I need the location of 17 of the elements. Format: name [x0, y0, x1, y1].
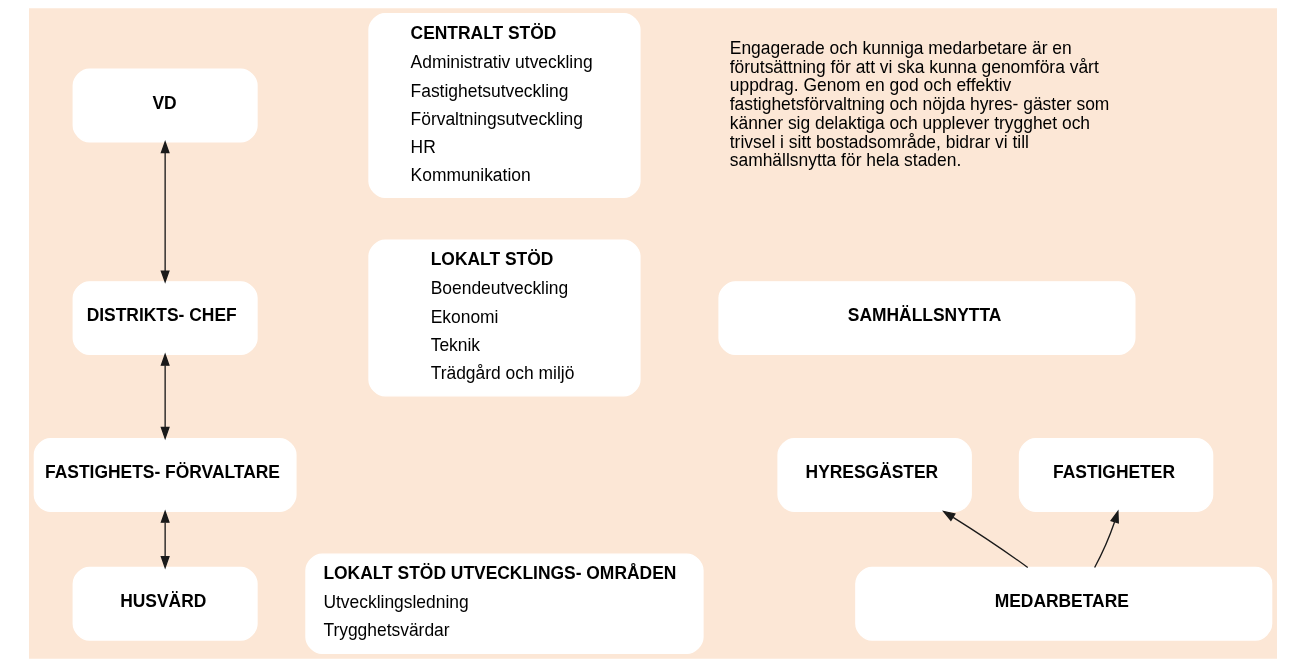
- node-box: SAMHÄLLSNYTTA: [718, 281, 1136, 355]
- arrow: [1093, 509, 1119, 569]
- node-box: CENTRALT STÖD Administrativ utveckling Fastighetsutveckling Förvaltningsutveckling HR Kommunikation: [368, 12, 641, 199]
- arrow: [160, 352, 170, 441]
- node-box: FASTIGHETS- FÖRVALTARE: [33, 438, 297, 512]
- node-box: FASTIGHETER: [1018, 438, 1214, 512]
- node-box: MEDARBETARE: [855, 566, 1273, 641]
- node-box: HYRESGÄSTER: [777, 438, 972, 512]
- node-box: VD: [72, 68, 258, 143]
- arrow: [160, 139, 170, 284]
- arrow: [942, 510, 1029, 569]
- node-box: DISTRIKTS- CHEF: [72, 281, 258, 355]
- arrow: [160, 509, 170, 570]
- node-box: LOKALT STÖD Boendeutveckling Ekonomi Teknik Trädgård och miljö: [368, 239, 641, 397]
- label: Engagerade och kunniga medarbetare är en förutsättning för att vi ska kunna genomföra vårt uppdrag. Genom en god och effektiv fastighetsförvaltning och nöjda hyres- gäster som känner sig delaktiga och upplever trygghet och trivsel i sitt bostadsområde, bidrar vi till samhällsnytta för hela staden.: [729, 37, 1110, 171]
- node-box: LOKALT STÖD UTVECKLINGS- OMRÅDEN Utvecklingsledning Trygghetsvärdar: [305, 553, 704, 655]
- node-box: HUSVÄRD: [72, 566, 258, 641]
